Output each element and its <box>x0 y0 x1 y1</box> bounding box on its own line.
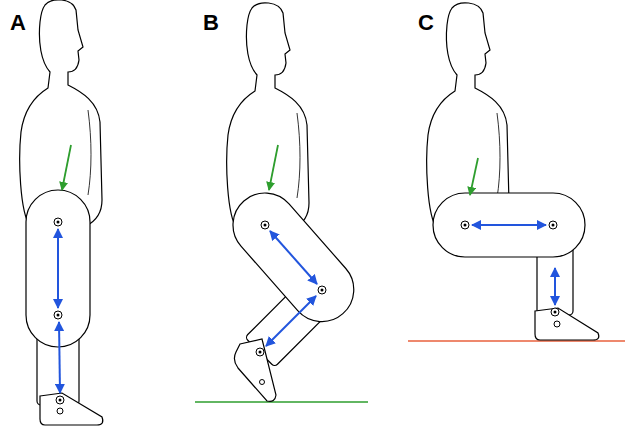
panel-letter: B <box>203 12 219 34</box>
figure-squatting <box>220 3 367 402</box>
ground-line <box>195 401 368 403</box>
figure-standing <box>20 0 103 425</box>
panel-letter: C <box>418 12 434 34</box>
panel-letter: A <box>10 12 26 34</box>
figure-seated <box>427 3 599 340</box>
